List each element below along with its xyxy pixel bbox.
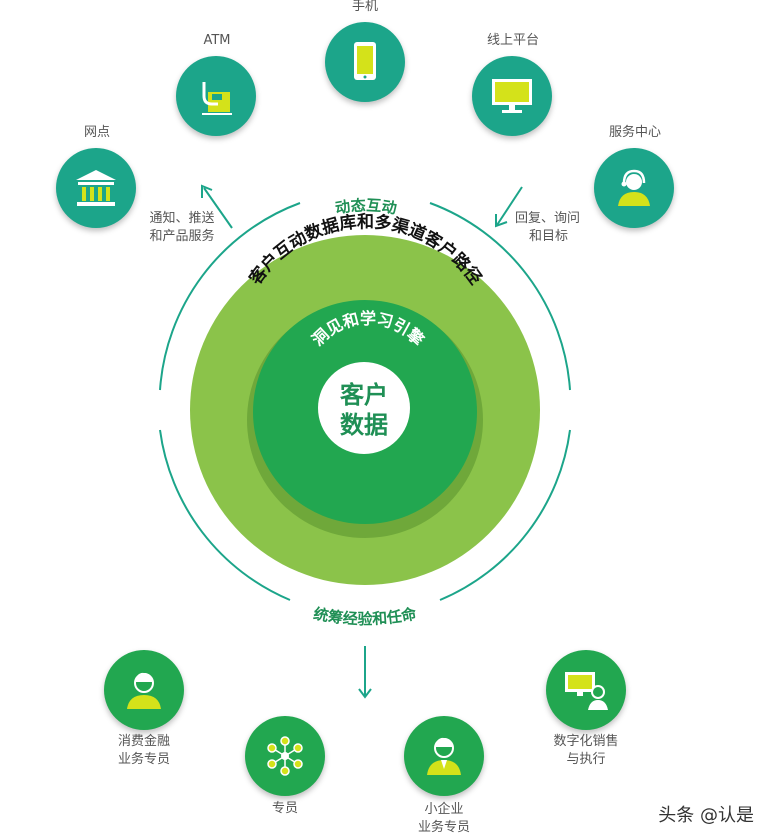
notify-flow-label: 通知、推送 和产品服务	[137, 210, 227, 246]
atm-label: ATM	[203, 33, 231, 48]
specialist-label: 专员	[271, 801, 298, 816]
reply-flow-line1: 回复、询问	[515, 211, 581, 226]
center-label-line2: 数据	[340, 411, 388, 439]
watermark: 头条 @认是	[658, 805, 754, 826]
online-platform-label: 线上平台	[486, 33, 539, 48]
consumer-finance-line2: 业务专员	[117, 752, 170, 767]
center-label-line1: 客户	[340, 381, 388, 409]
consumer-finance-line1: 消费金融	[117, 734, 170, 749]
arrow-down	[358, 646, 372, 699]
coordination-label: 统筹经验和任命	[312, 604, 419, 628]
outer-arc-top-left	[159, 202, 301, 391]
headset-agent-icon	[618, 169, 650, 206]
digital-sales-line2: 与执行	[566, 752, 606, 767]
small-business-node[interactable]	[404, 716, 484, 796]
center-circle	[318, 362, 410, 454]
outer-arc-top-right	[429, 202, 571, 391]
digital-sales-node[interactable]	[546, 650, 626, 730]
reply-flow-line2: 和目标	[529, 229, 569, 244]
bank-building-icon	[76, 170, 116, 206]
person-icon	[427, 737, 461, 775]
small-business-line2: 业务专员	[417, 820, 470, 835]
atm-card-icon	[202, 82, 232, 115]
notify-flow-line2: 和产品服务	[149, 229, 215, 244]
mobile-phone-icon	[354, 42, 376, 80]
center-label: 客户 数据	[318, 380, 410, 440]
consumer-finance-label: 消费金融 业务专员	[100, 733, 188, 769]
branch-node[interactable]	[56, 148, 136, 228]
small-business-line1: 小企业	[424, 802, 464, 817]
service-center-label: 服务中心	[608, 125, 661, 140]
network-hub-icon	[267, 736, 303, 776]
person-icon	[127, 672, 161, 709]
monitor-person-icon	[565, 672, 608, 710]
digital-sales-line1: 数字化销售	[553, 734, 619, 749]
consumer-finance-node[interactable]	[104, 650, 184, 730]
outer-arc-bottom-right	[439, 429, 571, 601]
online-platform-node[interactable]	[472, 56, 552, 136]
mobile-label: 手机	[351, 0, 378, 14]
outer-arc-bottom-left	[159, 429, 291, 601]
arrow-notify	[201, 184, 233, 229]
reply-flow-label: 回复、询问 和目标	[515, 210, 605, 246]
service-center-node[interactable]	[594, 148, 674, 228]
arrow-reply	[495, 186, 523, 228]
mobile-node[interactable]	[325, 22, 405, 102]
digital-sales-label: 数字化销售 与执行	[536, 733, 636, 769]
notify-flow-line1: 通知、推送	[149, 211, 215, 226]
small-business-label: 小企业 业务专员	[400, 801, 488, 837]
branch-label: 网点	[83, 125, 110, 140]
atm-node[interactable]	[176, 56, 256, 136]
monitor-icon	[492, 79, 532, 113]
specialist-node[interactable]	[245, 716, 325, 796]
